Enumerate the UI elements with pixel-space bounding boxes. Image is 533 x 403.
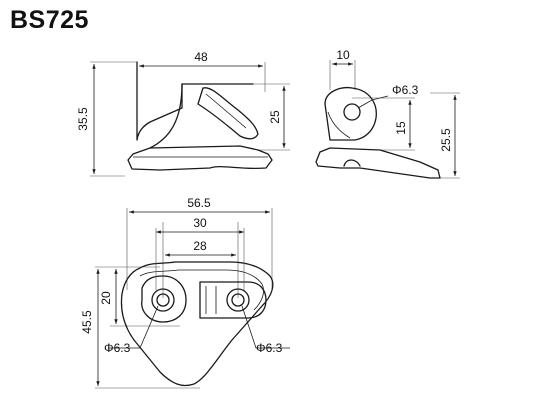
dim-end-width-label: 10 [336,48,350,62]
top-hole-left-label: Φ6.3 [104,341,131,355]
top-hole-right-label: Φ6.3 [256,341,283,355]
dim-side-height-total-label: 35.5 [76,107,90,131]
top-hole-left-outer [151,288,175,312]
dim-side-height-right-label: 25 [268,110,282,124]
top-hole-right-leader [241,305,290,349]
top-hole-left-leader [108,305,159,349]
end-hole-leader [357,95,389,109]
dim-top-width-30-label: 30 [193,216,207,230]
dim-top-height-total-label: 45.5 [80,310,94,334]
end-hole-label: Φ6.3 [392,83,419,97]
dim-top-width-total-label: 56.5 [187,196,211,210]
top-hole-right-inner [231,293,245,307]
dim-end-hole-height-label: 15 [394,121,408,135]
top-hole-left-inner [156,293,170,307]
dim-side-width-label: 48 [194,50,208,64]
dim-top-width-28-label: 28 [193,239,207,253]
side-view [90,61,290,177]
end-view [315,60,460,179]
product-code-title: BS725 [10,6,89,34]
top-view [95,208,274,389]
dim-top-height-20-label: 20 [99,291,113,305]
top-hole-right-outer [226,288,250,312]
end-hole-circle [343,103,361,121]
dim-end-total-height-label: 25.5 [439,128,453,152]
